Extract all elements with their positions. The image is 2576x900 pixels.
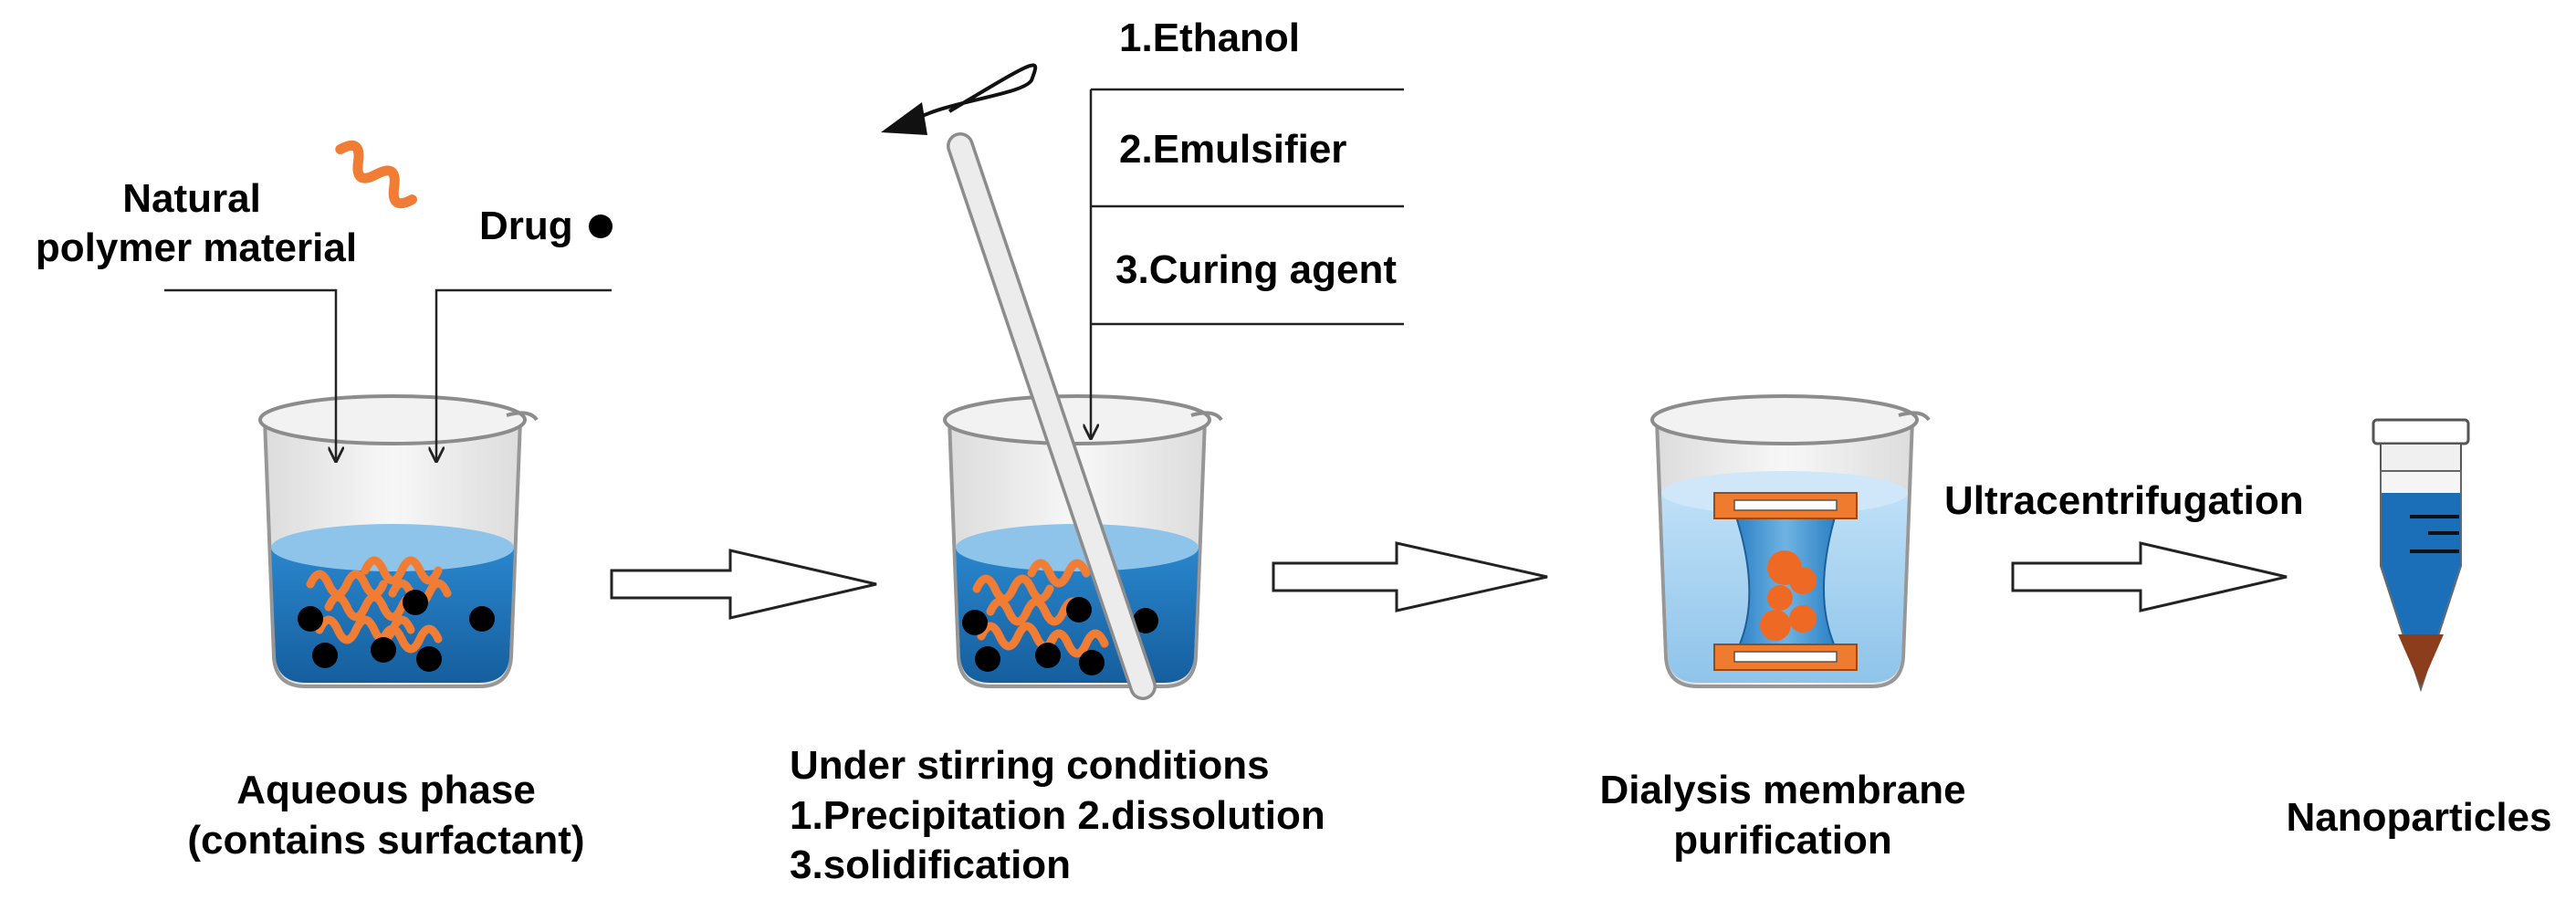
drug-dot-icon: [589, 215, 613, 238]
caption-solidification: 3.solidification: [790, 842, 1071, 887]
beaker-dialysis: [1650, 394, 1931, 688]
natural-polymer-label-line2: polymer material: [36, 225, 357, 270]
polymer-squiggle-icon: [335, 140, 417, 209]
nanoparticle-clusters: [1760, 550, 1817, 641]
process-arrow-2: [1272, 541, 1548, 612]
process-arrow-1: [610, 549, 877, 620]
polymer-chains-2: [972, 559, 1109, 658]
inputs-to-beaker-1: [164, 288, 612, 461]
reagent-label-curing-agent: 3.Curing agent: [1115, 247, 1397, 292]
beaker-1-rim: [258, 394, 527, 445]
rotation-arrow-icon: [881, 63, 1038, 135]
stirring-rod: [947, 132, 1157, 700]
reagent-label-ethanol: 1.Ethanol: [1119, 16, 1300, 60]
dialysis-membrane-bag: [1713, 492, 1858, 671]
drug-particles-1: [298, 590, 495, 672]
beaker-2-liquid-surface: [956, 524, 1199, 571]
tube-liquid: [2382, 493, 2460, 686]
caption-under-stirring: Under stirring conditions: [790, 743, 1270, 788]
drug-label: Drug: [479, 204, 573, 248]
beaker-2-rim: [943, 394, 1211, 445]
natural-polymer-label-line1: Natural: [122, 176, 261, 221]
caption-purification: purification: [1673, 818, 1892, 863]
centrifuge-tube: [2372, 418, 2470, 693]
process-arrow-3: [2011, 541, 2288, 612]
reagent-label-emulsifier: 2.Emulsifier: [1119, 127, 1346, 172]
ultracentrifugation-label: Ultracentrifugation: [1944, 478, 2304, 523]
reagent-bracket: [1091, 88, 1404, 438]
caption-aqueous-phase: Aqueous phase: [236, 768, 536, 812]
caption-contains-surfactant: (contains surfactant): [187, 818, 584, 863]
beaker-stirring: [943, 132, 1223, 700]
beaker-aqueous-phase: [258, 394, 539, 688]
drug-input-arrow: [436, 288, 612, 461]
drug-particles-2: [962, 597, 1158, 675]
beaker-1-liquid-surface: [271, 524, 514, 571]
beaker-3-rim: [1650, 394, 1919, 445]
tube-graduations: [2410, 515, 2459, 553]
tube-sediment: [2398, 634, 2444, 686]
polymer-input-arrow: [164, 288, 336, 461]
caption-precipitation-dissolution: 1.Precipitation 2.dissolution: [790, 793, 1325, 838]
caption-dialysis-membrane: Dialysis membrane: [1599, 768, 1965, 812]
caption-nanoparticles: Nanoparticles: [2287, 795, 2552, 840]
